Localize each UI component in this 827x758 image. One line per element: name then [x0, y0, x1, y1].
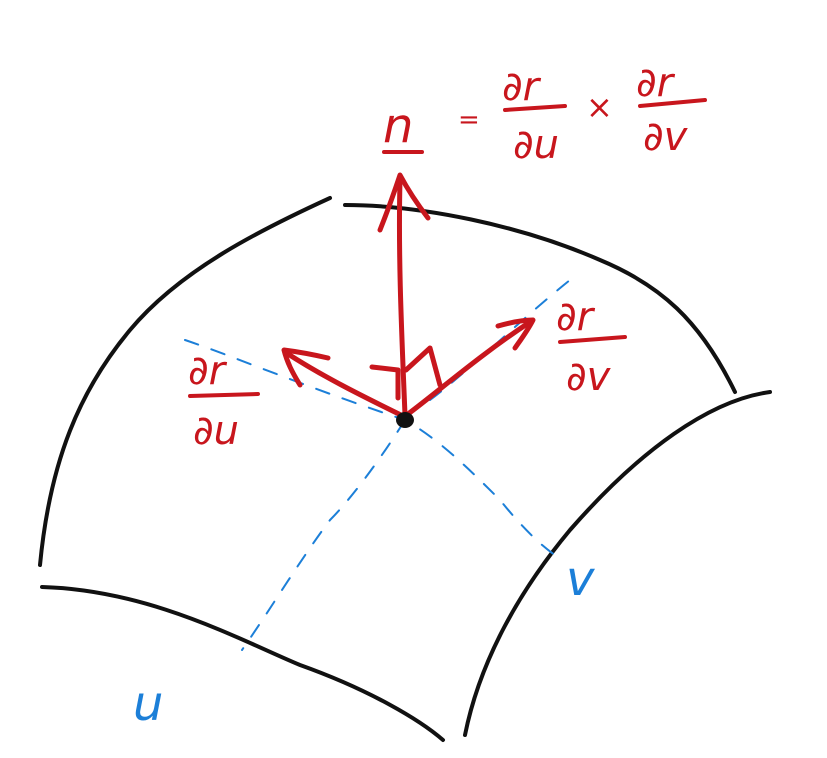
dv-label: ∂r ∂v — [556, 294, 627, 400]
normal-vector-arrowhead — [377, 172, 431, 233]
formula-fraction-bar-2 — [638, 98, 707, 108]
dv-vector-arrow — [405, 319, 533, 417]
v-coordinate-line — [184, 339, 556, 556]
base-point — [396, 412, 414, 428]
du-label-numerator: ∂r — [188, 348, 228, 394]
du-label: ∂r ∂u — [188, 348, 260, 454]
formula-fraction-bar-1 — [503, 104, 567, 112]
du-label-fraction-bar — [188, 392, 260, 398]
surface-patch — [38, 196, 772, 742]
normal-vector-arrow — [396, 177, 408, 418]
dv-vector-arrowhead — [495, 317, 536, 351]
formula-dv-denominator: ∂v — [643, 114, 689, 160]
u-coordinate-line — [241, 419, 406, 651]
right-angle-marker-left — [369, 364, 401, 401]
surface-bottom-edge — [40, 585, 445, 742]
surface-top-right-edge — [343, 203, 737, 394]
formula-cross: × — [586, 88, 613, 126]
formula-dr-numerator-2: ∂r — [636, 60, 676, 106]
formula-du-denominator: ∂u — [513, 122, 559, 168]
formula-equals: = — [458, 105, 480, 135]
u-coordinate-label: u — [133, 676, 163, 732]
formula-dr-numerator-1: ∂r — [502, 64, 542, 110]
surface-right-edge — [463, 390, 772, 737]
dv-label-fraction-bar — [558, 335, 627, 344]
normal-symbol: n — [383, 98, 413, 154]
du-label-denominator: ∂u — [193, 408, 239, 454]
dv-label-denominator: ∂v — [566, 354, 612, 400]
du-vector-arrowhead — [281, 347, 331, 388]
surface-top-left-edge — [38, 196, 332, 567]
normal-formula: n = ∂r ∂u × ∂r ∂v — [382, 60, 707, 168]
tangent-and-normal-vectors — [281, 172, 536, 419]
du-vector-arrow — [282, 349, 406, 419]
v-coordinate-label: v — [566, 551, 595, 607]
right-angle-marker-right — [403, 345, 443, 388]
dv-label-numerator: ∂r — [556, 294, 596, 340]
